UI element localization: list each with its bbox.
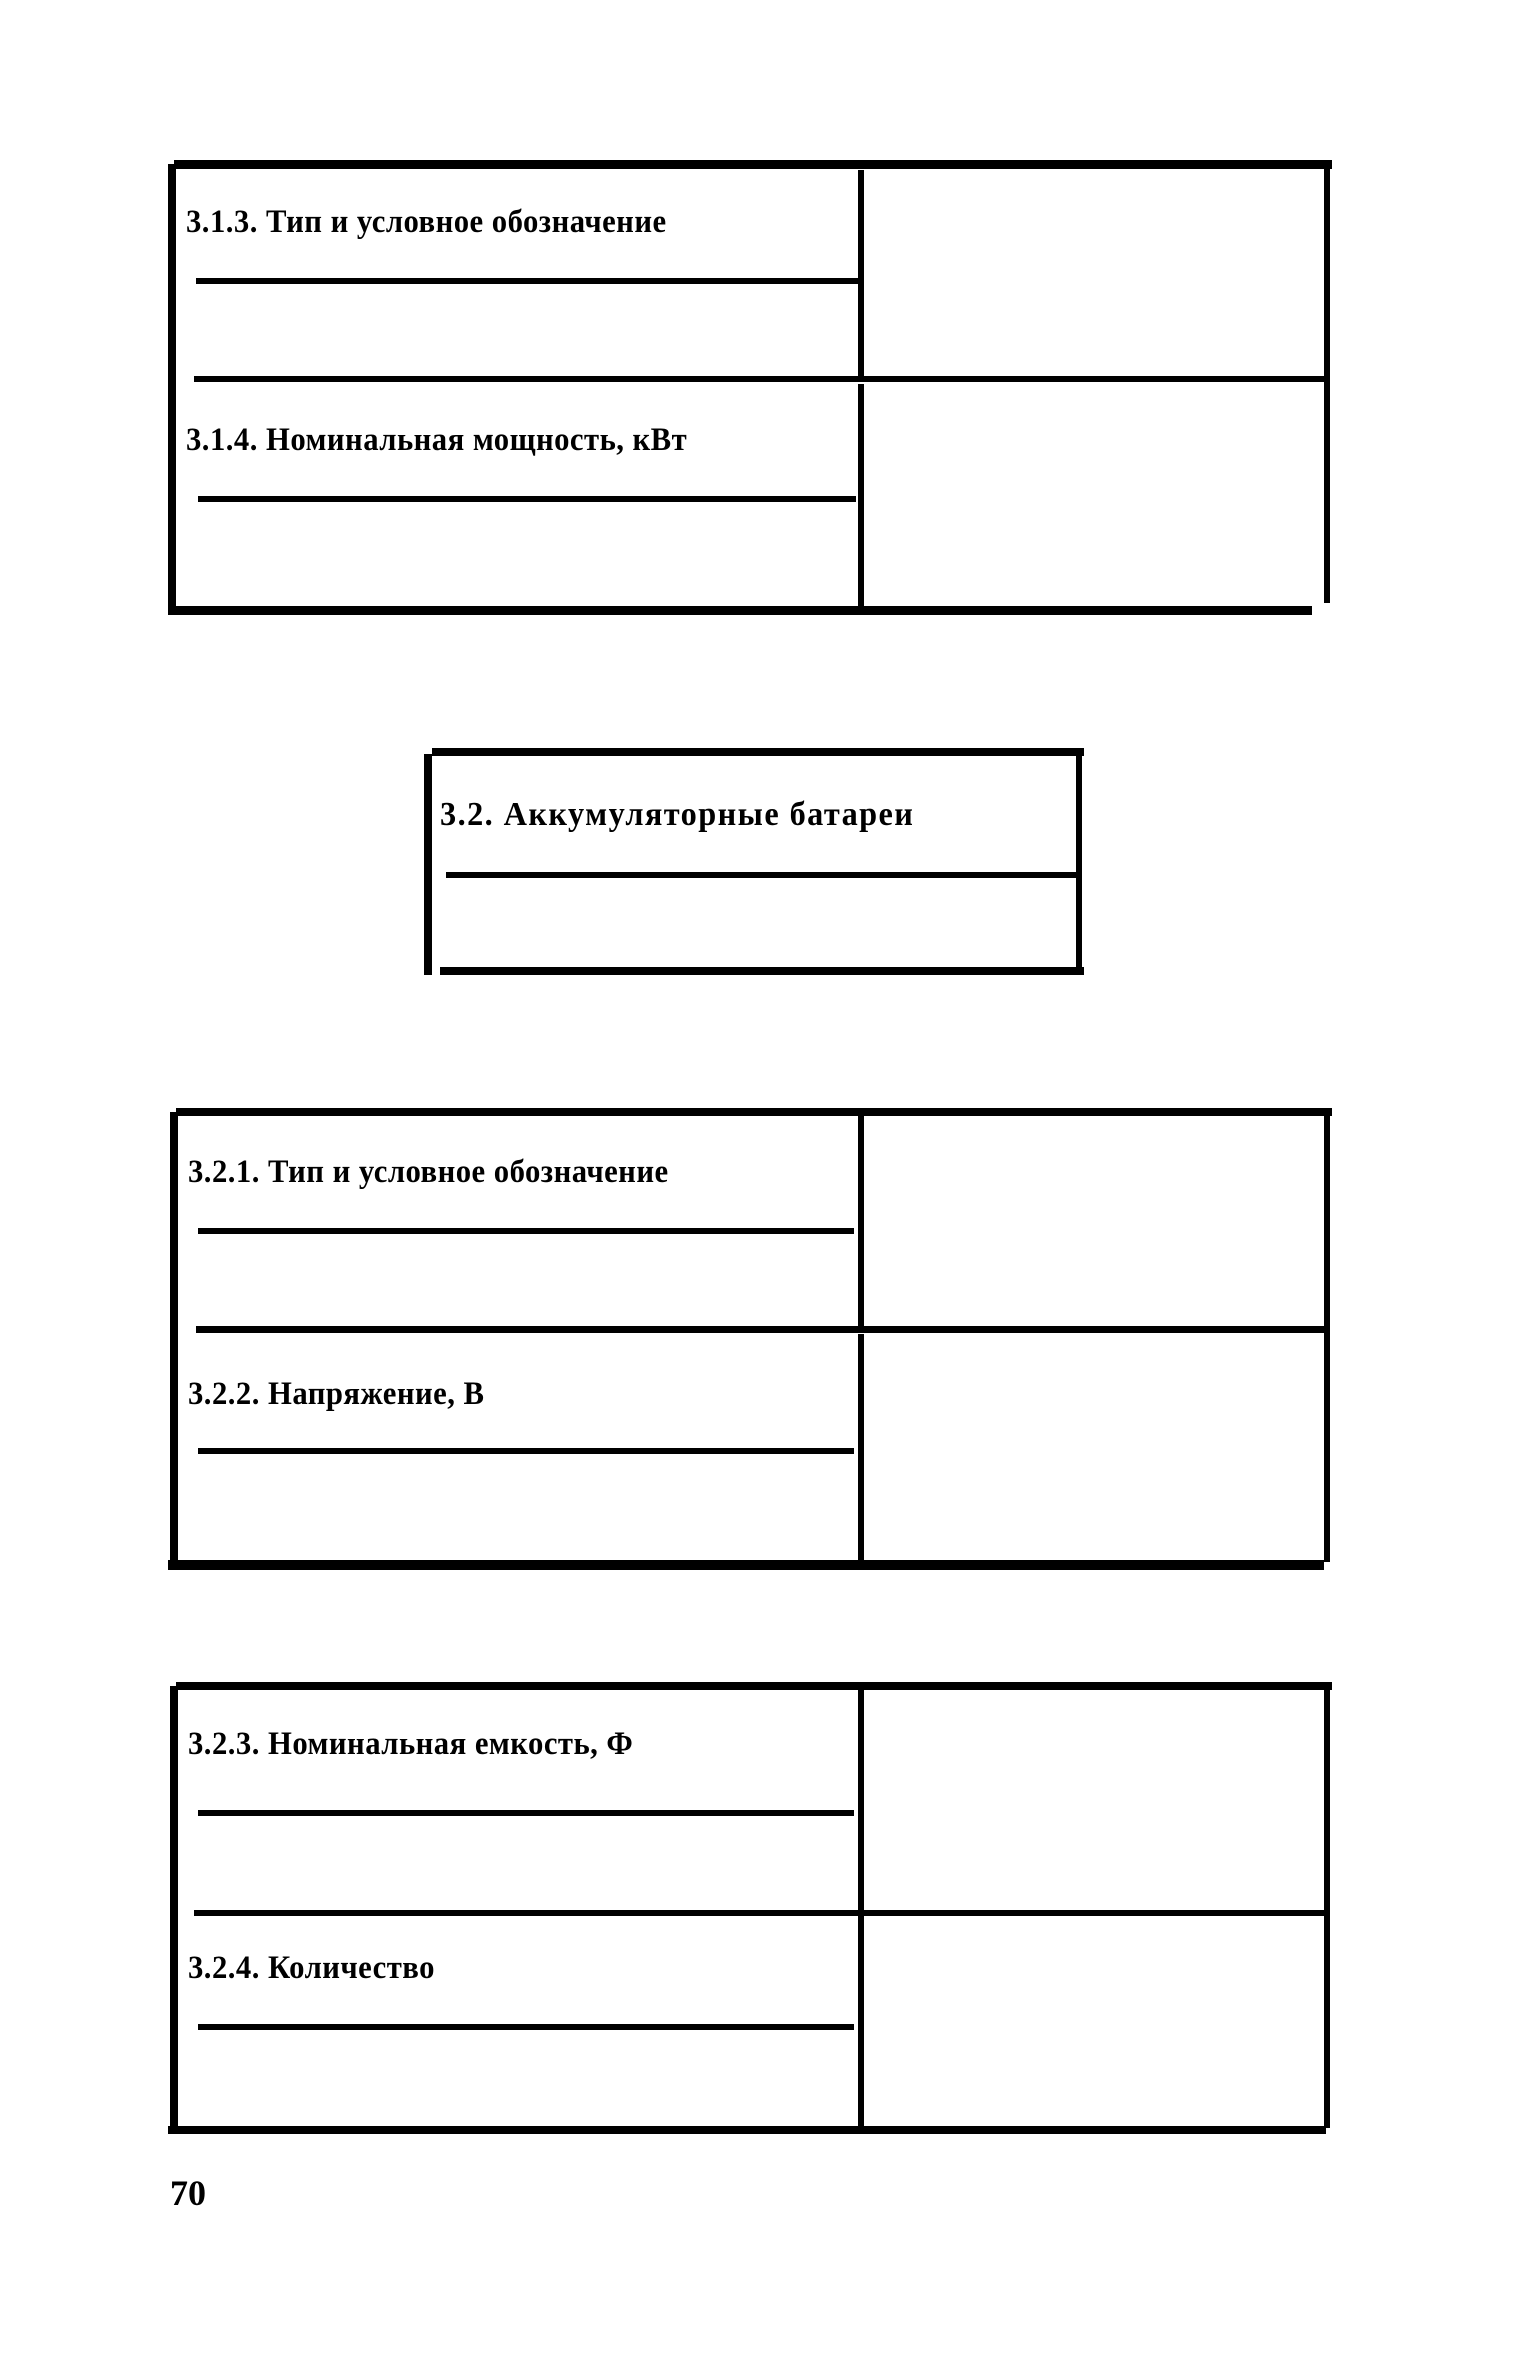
table-border-left bbox=[168, 164, 176, 615]
column-divider-row-1 bbox=[858, 1116, 864, 1328]
heading-border-bottom bbox=[440, 967, 1084, 975]
page-number: 70 bbox=[170, 2173, 206, 2213]
fill-in-line-3-2-2[interactable] bbox=[198, 1448, 854, 1454]
row-divider bbox=[194, 1910, 1328, 1916]
row-divider bbox=[194, 376, 1326, 382]
section-heading-box-3-2: 3.2. Аккумуляторные батареи bbox=[424, 748, 1084, 975]
row-label-3-2-1: 3.2.1. Тип и условное обозначение bbox=[188, 1154, 669, 1190]
column-divider-row-1 bbox=[858, 1690, 864, 1912]
column-divider-row-2 bbox=[858, 1334, 864, 1562]
row-label-3-1-4: 3.1.4. Номинальная мощность, кВт bbox=[186, 422, 688, 458]
fill-in-line-3-2-1[interactable] bbox=[198, 1228, 854, 1234]
table-border-top bbox=[176, 1108, 1332, 1116]
table-border-right bbox=[1324, 1114, 1330, 1562]
fill-in-line-3-2-4[interactable] bbox=[198, 2024, 854, 2030]
table-border-right bbox=[1324, 168, 1330, 603]
section-heading-label: 3.2. Аккумуляторные батареи bbox=[440, 796, 915, 833]
table-border-right bbox=[1324, 1688, 1330, 2128]
fill-in-line-3-1-4[interactable] bbox=[198, 496, 856, 502]
table-border-bottom bbox=[168, 1560, 1324, 1570]
column-divider-row-2 bbox=[858, 384, 864, 614]
table-border-top bbox=[174, 160, 1332, 169]
row-label-3-2-3: 3.2.3. Номинальная емкость, Ф bbox=[188, 1726, 634, 1762]
column-divider-row-2 bbox=[858, 1916, 864, 2128]
table-border-left bbox=[170, 1112, 178, 1570]
table-border-bottom bbox=[168, 606, 1312, 615]
column-divider-row-1 bbox=[858, 170, 864, 378]
row-label-3-1-3: 3.1.3. Тип и условное обозначение bbox=[186, 204, 667, 240]
fill-in-line-3-2-3[interactable] bbox=[198, 1810, 854, 1816]
form-table-3-2-b: 3.2.3. Номинальная емкость, Ф 3.2.4. Кол… bbox=[168, 1682, 1332, 2134]
table-border-left bbox=[170, 1686, 178, 2134]
heading-border-left bbox=[424, 754, 432, 975]
heading-underline bbox=[446, 872, 1080, 878]
form-table-3-1: 3.1.3. Тип и условное обозначение 3.1.4.… bbox=[168, 160, 1332, 615]
row-divider bbox=[196, 1326, 1328, 1333]
row-label-3-2-4: 3.2.4. Количество bbox=[188, 1950, 435, 1986]
heading-border-top bbox=[432, 748, 1084, 756]
fill-in-line-3-1-3[interactable] bbox=[196, 278, 858, 284]
heading-border-right bbox=[1076, 754, 1082, 969]
table-border-top bbox=[176, 1682, 1332, 1690]
table-border-bottom bbox=[168, 2126, 1326, 2134]
form-table-3-2-a: 3.2.1. Тип и условное обозначение 3.2.2.… bbox=[168, 1108, 1332, 1570]
row-label-3-2-2: 3.2.2. Напряжение, В bbox=[188, 1376, 485, 1412]
